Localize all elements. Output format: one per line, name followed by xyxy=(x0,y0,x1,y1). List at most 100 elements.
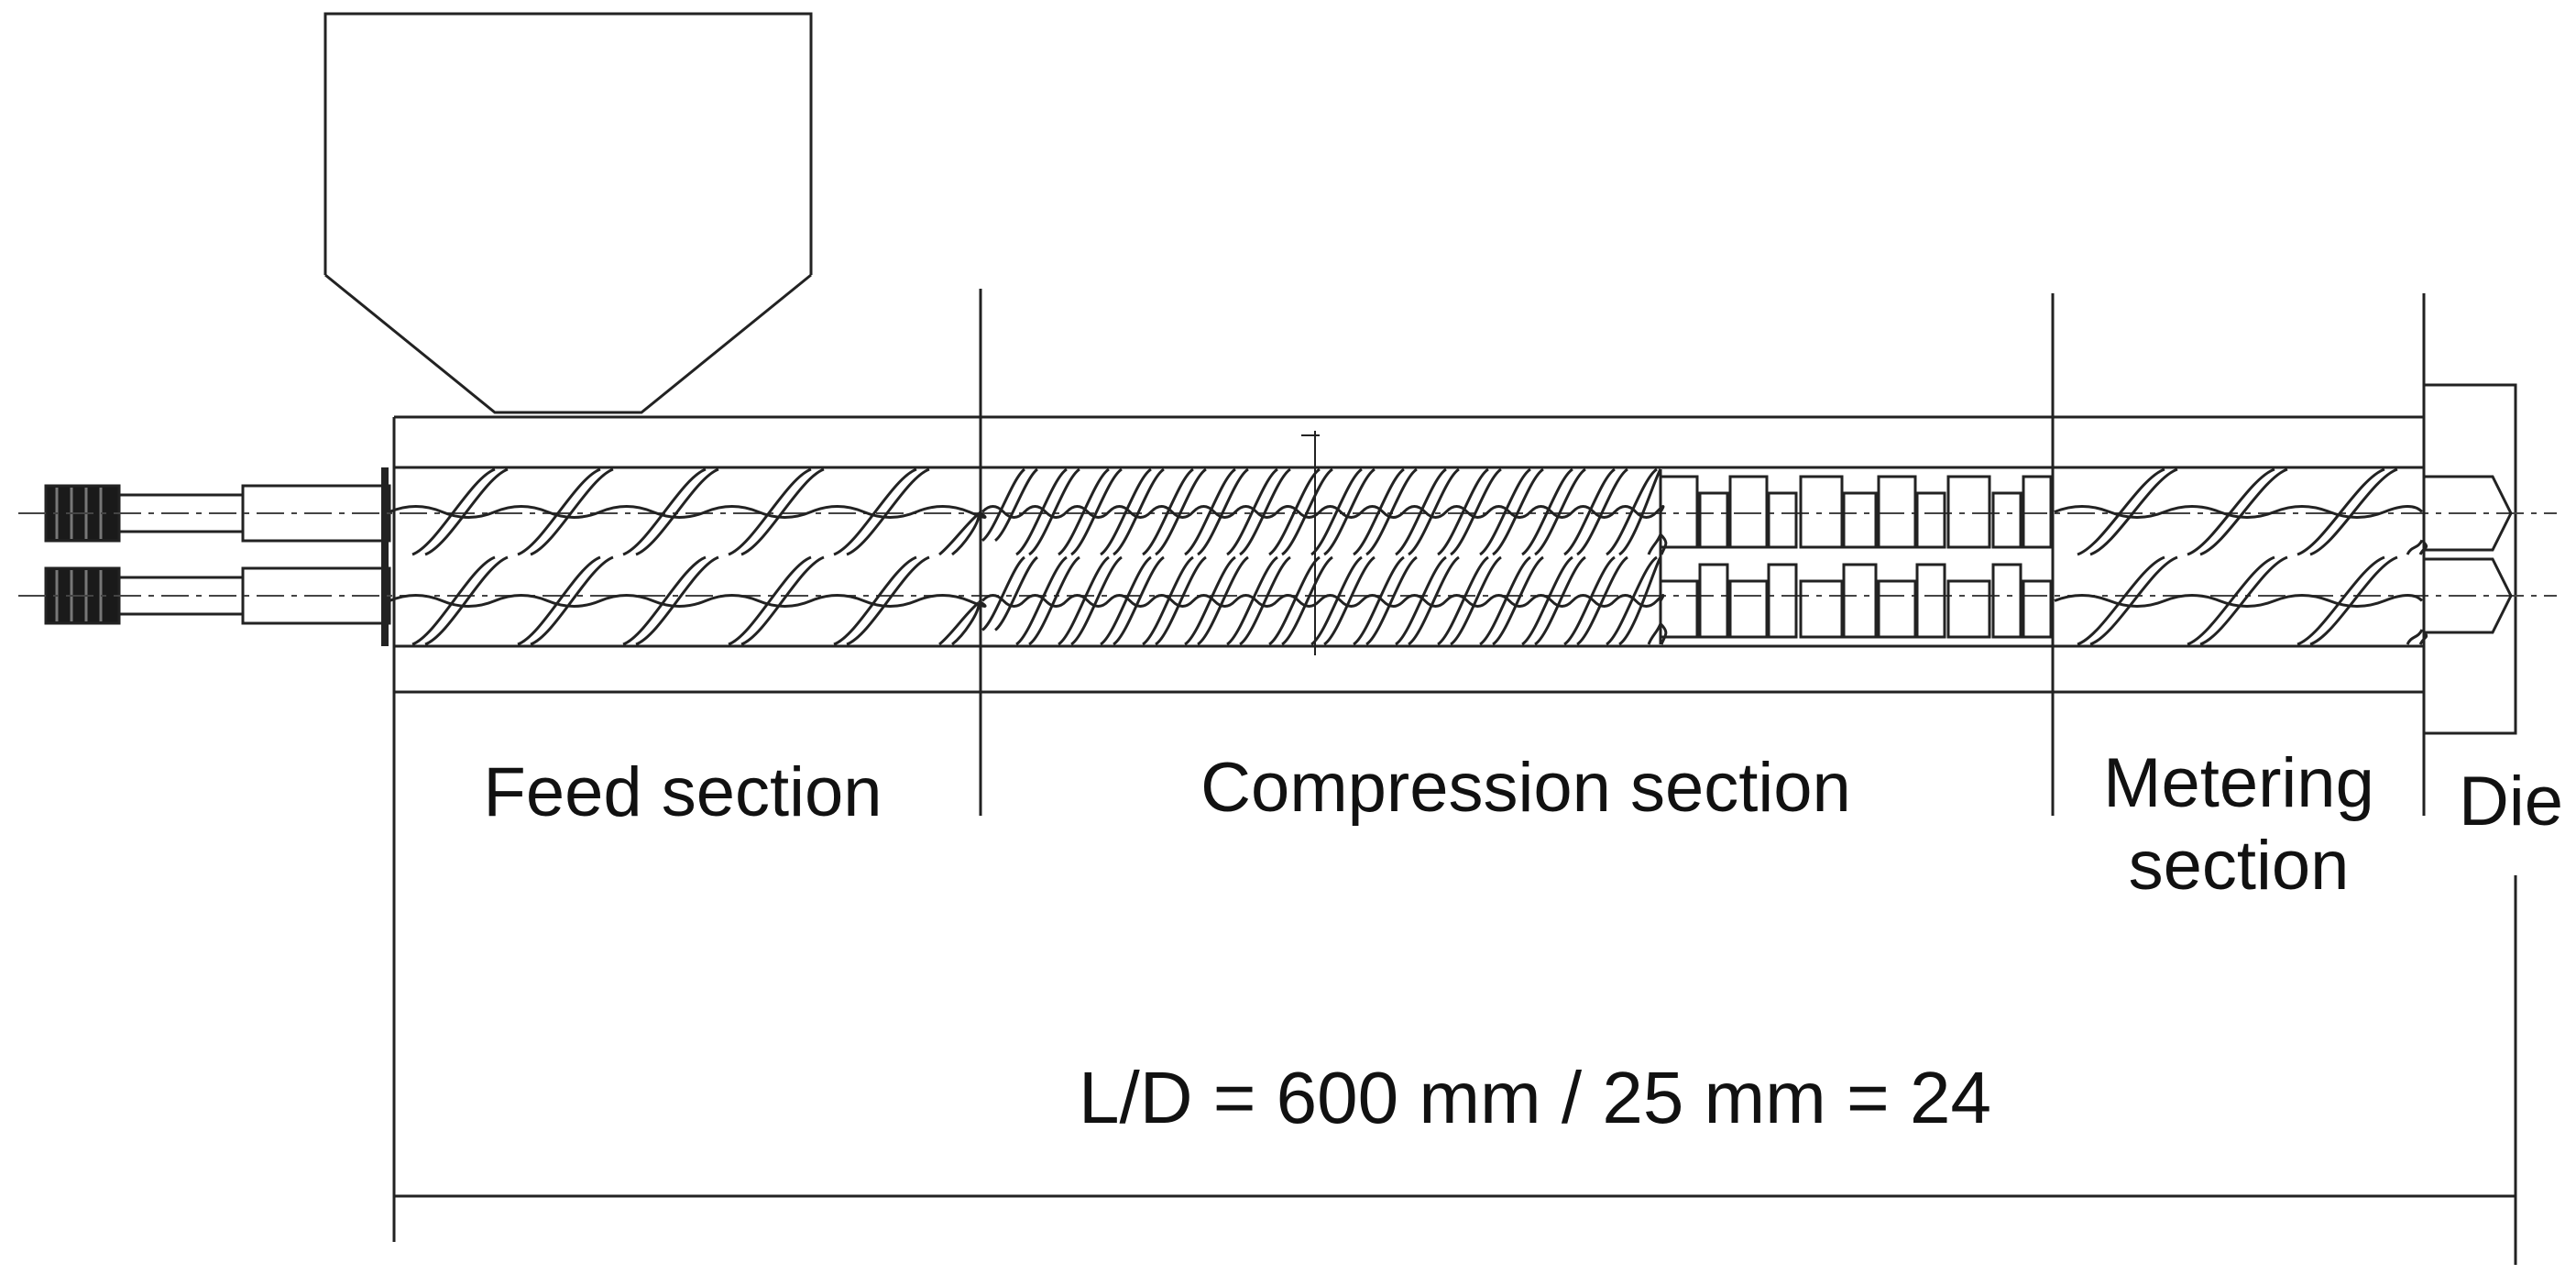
flight-edge xyxy=(1395,467,1447,556)
flight-edge xyxy=(1647,533,1662,555)
flight-edge xyxy=(846,555,930,646)
flight-edge xyxy=(1395,555,1447,646)
flight-edge xyxy=(740,467,825,556)
flight-edge xyxy=(1576,555,1628,646)
flight-edge xyxy=(2406,539,2424,555)
flight-edge xyxy=(1576,467,1628,556)
flight-edge xyxy=(938,512,980,556)
flight-edge xyxy=(1028,555,1080,646)
flight-edge xyxy=(1647,622,1662,645)
flight-edge xyxy=(1142,555,1194,646)
flight-edge xyxy=(740,555,825,646)
flight-edge xyxy=(411,467,496,556)
die-label: Die xyxy=(2459,763,2563,840)
compression-section-label: Compression section xyxy=(1200,749,1851,827)
flight-edge xyxy=(424,555,509,646)
flight-edge xyxy=(1408,467,1460,556)
flight-edge xyxy=(728,467,812,556)
flight-edge xyxy=(1563,555,1616,646)
flight-edge xyxy=(1323,555,1376,646)
kneading-disc xyxy=(1915,563,1946,639)
flight-edge xyxy=(2296,555,2385,646)
flight-edge xyxy=(1239,555,1291,646)
flight-edge xyxy=(1450,467,1502,556)
section-dividers xyxy=(979,289,2517,1265)
flight-edge xyxy=(1226,555,1278,646)
flight-edge xyxy=(1323,467,1376,556)
flight-edge xyxy=(2309,467,2398,556)
flight-edge xyxy=(1606,467,1658,556)
flight-edge xyxy=(1618,556,1662,646)
flight-edge xyxy=(1100,467,1152,556)
flight-edge xyxy=(2199,555,2288,646)
flight-edge xyxy=(2309,555,2398,646)
flight-edge xyxy=(846,467,930,556)
screw-root xyxy=(981,594,1665,608)
kneading-disc xyxy=(1728,579,1769,639)
kneading-disc xyxy=(2022,579,2053,639)
flight-edge xyxy=(1353,555,1405,646)
ld-ratio-label: L/D = 600 mm / 25 mm = 24 xyxy=(1079,1057,1991,1138)
center-marker xyxy=(1301,431,1320,655)
flight-edge xyxy=(2406,629,2424,645)
flight-edge xyxy=(1113,555,1165,646)
flight-edge xyxy=(981,467,1026,542)
flight-edge xyxy=(1070,555,1123,646)
drive-shafts xyxy=(44,484,391,625)
flight-edge xyxy=(1659,533,1668,555)
flight-edge xyxy=(1155,467,1207,556)
flight-edge xyxy=(2089,467,2178,556)
flight-edge xyxy=(1521,467,1573,556)
kneading-disc xyxy=(1799,579,1844,639)
flight-edge xyxy=(1310,467,1363,556)
flight-edge xyxy=(1618,468,1662,556)
flight-edge xyxy=(1437,555,1489,646)
flight-edge xyxy=(833,467,917,556)
metering-section-label-line2: section xyxy=(2129,827,2350,905)
flight-edge xyxy=(1070,467,1123,556)
flight-edge xyxy=(1184,467,1236,556)
flight-edge xyxy=(2187,555,2275,646)
metering-section-label-line1: Metering xyxy=(2103,744,2374,822)
flight-edge xyxy=(2077,555,2165,646)
flight-edge xyxy=(1281,467,1333,556)
kneading-disc xyxy=(1842,491,1878,549)
kneading-disc xyxy=(1991,563,2022,639)
kneading-disc xyxy=(1659,475,1699,549)
flight-edge xyxy=(993,555,1039,632)
kneading-disc xyxy=(1877,475,1917,549)
kneading-disc xyxy=(2022,475,2053,549)
screw-flights-compression xyxy=(981,467,1668,646)
kneading-disc xyxy=(1915,491,1946,549)
flight-edge xyxy=(530,467,614,556)
flight-edge xyxy=(1239,467,1291,556)
flight-edge xyxy=(2296,467,2385,556)
flight-edge xyxy=(2077,467,2165,556)
flight-edge xyxy=(1058,467,1110,556)
flight-edge xyxy=(1100,555,1152,646)
flight-edge xyxy=(1437,467,1489,556)
flight-edge xyxy=(530,555,614,646)
flight-edge xyxy=(951,513,981,556)
flight-edge xyxy=(635,467,719,556)
flight-edge xyxy=(1058,555,1110,646)
kneading-disc xyxy=(1799,475,1844,549)
hopper xyxy=(323,12,813,414)
flight-edge xyxy=(1155,555,1207,646)
feed-section-label: Feed section xyxy=(483,753,882,831)
kneading-disc xyxy=(1877,579,1917,639)
screw-tips xyxy=(2424,475,2513,634)
flight-edge xyxy=(1184,555,1236,646)
kneading-disc xyxy=(1698,491,1729,549)
barrel xyxy=(381,415,2426,1242)
flight-edge xyxy=(1492,555,1544,646)
flight-edge xyxy=(622,555,707,646)
flight-edge xyxy=(1353,467,1405,556)
kneading-disc xyxy=(1842,563,1878,639)
screw-flights-metering xyxy=(2054,467,2428,646)
flight-edge xyxy=(1492,467,1544,556)
flight-edge xyxy=(2089,555,2178,646)
kneading-disc xyxy=(1991,491,2022,549)
